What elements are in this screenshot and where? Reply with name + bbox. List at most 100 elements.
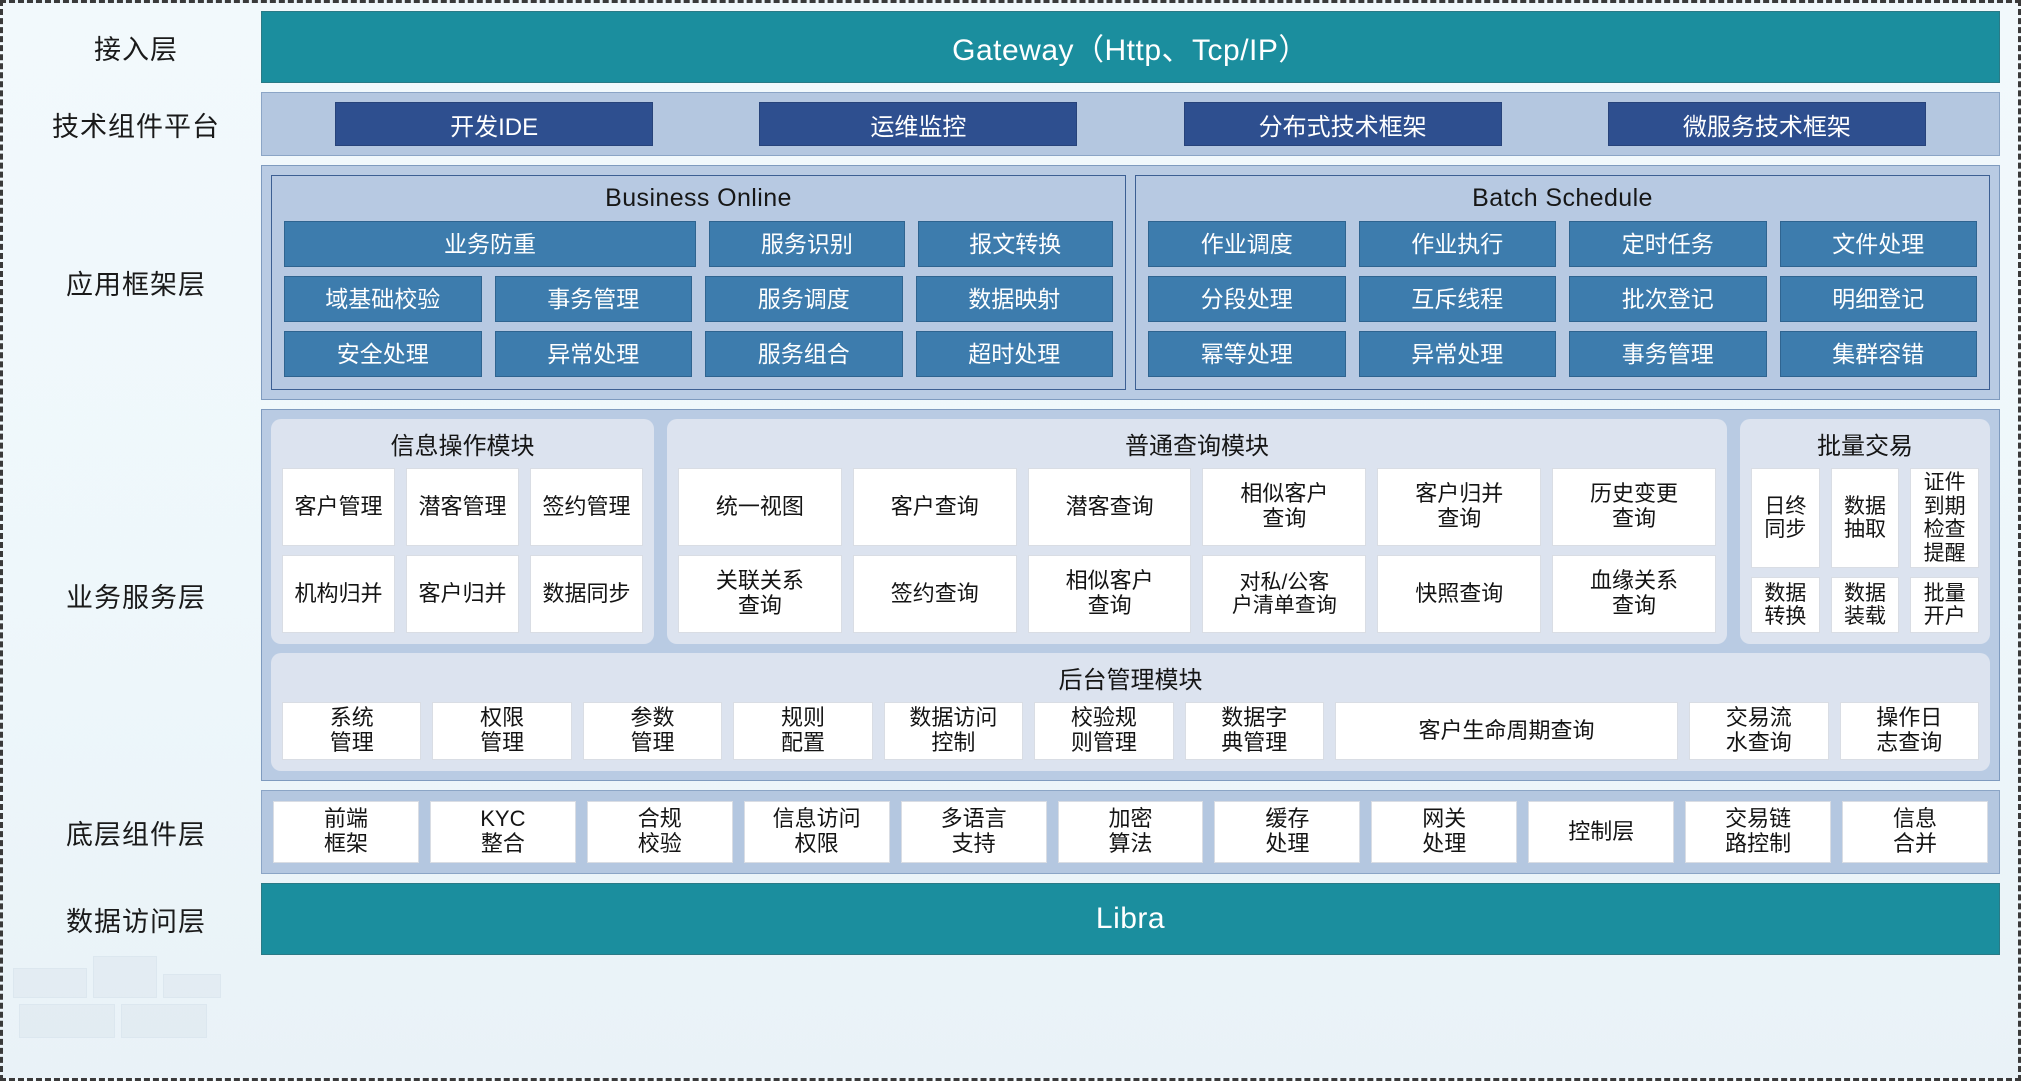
cell-permission-mgmt[interactable]: 权限管理 [432, 702, 572, 761]
chip-service-compose[interactable]: 服务组合 [705, 331, 903, 377]
cell-validation-rule-mgmt[interactable]: 校验规则管理 [1034, 702, 1174, 761]
cell-relation-query[interactable]: 关联关系查询 [678, 555, 842, 634]
cell-customer-lifecycle-query[interactable]: 客户生命周期查询 [1334, 702, 1679, 761]
chip-transaction-mgmt-2[interactable]: 事务管理 [1569, 331, 1767, 377]
tech-chip-dev-ide[interactable]: 开发IDE [335, 102, 654, 146]
cell-cache-process[interactable]: 缓存处理 [1214, 801, 1361, 864]
chip-timeout-process[interactable]: 超时处理 [915, 331, 1113, 377]
libra-bar[interactable]: Libra [261, 883, 2000, 956]
layer-tech-platform: 技术组件平台 开发IDE 运维监控 分布式技术框架 微服务技术框架 [11, 92, 2000, 156]
cell-similar-customer-q2[interactable]: 相似客户查询 [1027, 555, 1192, 634]
cell-customer-mgmt[interactable]: 客户管理 [282, 468, 395, 547]
chip-business-dedup[interactable]: 业务防重 [284, 221, 697, 267]
cell-rule-config[interactable]: 规则配置 [733, 702, 873, 761]
chip-idempotent[interactable]: 幂等处理 [1148, 331, 1346, 377]
panel-title-batch-schedule: Batch Schedule [1472, 184, 1653, 212]
module-common-query: 普通查询模块 统一视图 客户查询 潜客查询 相似客户查询 客户归并查询 历史变更… [667, 419, 1727, 645]
tech-platform-band: 开发IDE 运维监控 分布式技术框架 微服务技术框架 [261, 92, 2000, 156]
cell-control-layer[interactable]: 控制层 [1528, 801, 1675, 864]
panel-batch-schedule: Batch Schedule 作业调度 作业执行 定时任务 文件处理 分段处理 … [1135, 175, 1990, 390]
cell-lineage-query[interactable]: 血缘关系查询 [1552, 555, 1716, 634]
tech-chip-ops-monitor[interactable]: 运维监控 [759, 102, 1078, 146]
chip-mutex-thread[interactable]: 互斥线程 [1358, 276, 1556, 322]
layer-label-app-framework: 应用框架层 [66, 270, 206, 300]
module-title-common-query: 普通查询模块 [1125, 433, 1269, 460]
layer-label-base-component: 底层组件层 [66, 819, 206, 850]
chip-security-process[interactable]: 安全处理 [284, 331, 482, 377]
module-title-batch-transaction: 批量交易 [1817, 433, 1913, 460]
cell-data-extract[interactable]: 数据抽取 [1830, 468, 1900, 569]
module-info-operation: 信息操作模块 客户管理 潜客管理 签约管理 机构归并 客户归并 数据同步 [271, 419, 654, 645]
tech-chip-microservice[interactable]: 微服务技术框架 [1607, 102, 1926, 146]
module-batch-transaction: 批量交易 日终同步 数据抽取 证件到期检查提醒 数据转换 数据装载 批量开户 [1740, 419, 1990, 645]
cell-customer-query[interactable]: 客户查询 [852, 468, 1017, 547]
chip-exception-process[interactable]: 异常处理 [494, 331, 692, 377]
cell-org-merge[interactable]: 机构归并 [282, 555, 395, 634]
cell-parameter-mgmt[interactable]: 参数管理 [582, 702, 723, 761]
cell-data-sync[interactable]: 数据同步 [530, 555, 643, 634]
chip-cluster-tolerance[interactable]: 集群容错 [1779, 331, 1977, 377]
background-decoration [13, 946, 223, 1066]
cell-private-public-list-query[interactable]: 对私/公客户清单查询 [1202, 555, 1367, 634]
business-service-container: 信息操作模块 客户管理 潜客管理 签约管理 机构归并 客户归并 数据同步 [261, 409, 2000, 782]
chip-batch-register[interactable]: 批次登记 [1569, 276, 1767, 322]
cell-prospect-query[interactable]: 潜客查询 [1027, 468, 1192, 547]
cell-transaction-chain[interactable]: 交易链路控制 [1685, 801, 1832, 864]
cell-compliance-check[interactable]: 合规校验 [586, 801, 733, 864]
chip-detail-register[interactable]: 明细登记 [1779, 276, 1977, 322]
module-admin-management: 后台管理模块 系统管理 权限管理 参数管理 规则配置 数据访问控制 校验规则管理… [271, 653, 1990, 772]
cell-similar-customer-q1[interactable]: 相似客户查询 [1202, 468, 1367, 547]
cell-system-mgmt[interactable]: 系统管理 [282, 702, 422, 761]
cell-contract-query[interactable]: 签约查询 [852, 555, 1017, 634]
layer-app-framework: 应用框架层 Business Online 业务防重 服务识别 报文转换 域基础… [11, 165, 2000, 400]
chip-segment-process[interactable]: 分段处理 [1148, 276, 1346, 322]
cell-id-expiry-remind[interactable]: 证件到期检查提醒 [1910, 468, 1980, 569]
module-title-info-operation: 信息操作模块 [390, 433, 535, 460]
layer-label-data-access: 数据访问层 [66, 906, 206, 937]
chip-job-execute[interactable]: 作业执行 [1358, 221, 1556, 267]
layer-data-access: 数据访问层 Libra [11, 883, 2000, 956]
cell-customer-merge-query[interactable]: 客户归并查询 [1377, 468, 1542, 547]
chip-job-schedule[interactable]: 作业调度 [1148, 221, 1346, 267]
chip-timed-task[interactable]: 定时任务 [1569, 221, 1767, 267]
layer-business-service: 业务服务层 信息操作模块 客户管理 潜客管理 签约管理 [11, 409, 2000, 782]
cell-customer-merge[interactable]: 客户归并 [406, 555, 519, 634]
chip-service-dispatch[interactable]: 服务调度 [705, 276, 903, 322]
chip-file-process[interactable]: 文件处理 [1779, 221, 1977, 267]
cell-info-access-auth[interactable]: 信息访问权限 [743, 801, 890, 864]
chip-transaction-mgmt[interactable]: 事务管理 [494, 276, 692, 322]
cell-data-dictionary-mgmt[interactable]: 数据字典管理 [1184, 702, 1324, 761]
cell-prospect-mgmt[interactable]: 潜客管理 [406, 468, 519, 547]
chip-service-identify[interactable]: 服务识别 [709, 221, 905, 267]
chip-exception-process-2[interactable]: 异常处理 [1358, 331, 1556, 377]
cell-history-change-query[interactable]: 历史变更查询 [1552, 468, 1716, 547]
cell-batch-open-acct[interactable]: 批量开户 [1910, 577, 1980, 634]
cell-gateway-process[interactable]: 网关处理 [1371, 801, 1518, 864]
layer-label-access: 接入层 [94, 34, 178, 65]
chip-data-mapping[interactable]: 数据映射 [915, 276, 1113, 322]
layer-label-tech-platform: 技术组件平台 [52, 111, 220, 142]
cell-unified-view[interactable]: 统一视图 [678, 468, 842, 547]
cell-snapshot-query[interactable]: 快照查询 [1377, 555, 1542, 634]
panel-business-online: Business Online 业务防重 服务识别 报文转换 域基础校验 事务管… [271, 175, 1126, 390]
layer-access: 接入层 Gateway（Http、Tcp/IP） [11, 11, 2000, 83]
cell-operation-log-query[interactable]: 操作日志查询 [1839, 702, 1979, 761]
cell-transaction-flow-query[interactable]: 交易流水查询 [1689, 702, 1829, 761]
cell-contract-mgmt[interactable]: 签约管理 [530, 468, 643, 547]
cell-data-access-control[interactable]: 数据访问控制 [883, 702, 1024, 761]
gateway-bar[interactable]: Gateway（Http、Tcp/IP） [261, 11, 2000, 83]
cell-encryption-algo[interactable]: 加密算法 [1057, 801, 1204, 864]
cell-frontend-framework[interactable]: 前端框架 [273, 801, 419, 864]
cell-data-load[interactable]: 数据装载 [1830, 577, 1900, 634]
cell-daily-sync[interactable]: 日终同步 [1751, 468, 1820, 569]
cell-data-transform[interactable]: 数据转换 [1751, 577, 1820, 634]
chip-message-convert[interactable]: 报文转换 [917, 221, 1114, 267]
cell-multilanguage[interactable]: 多语言支持 [900, 801, 1047, 864]
chip-domain-validate[interactable]: 域基础校验 [284, 276, 482, 322]
cell-info-merge[interactable]: 信息合并 [1842, 801, 1988, 864]
tech-chip-distributed[interactable]: 分布式技术框架 [1183, 102, 1502, 146]
